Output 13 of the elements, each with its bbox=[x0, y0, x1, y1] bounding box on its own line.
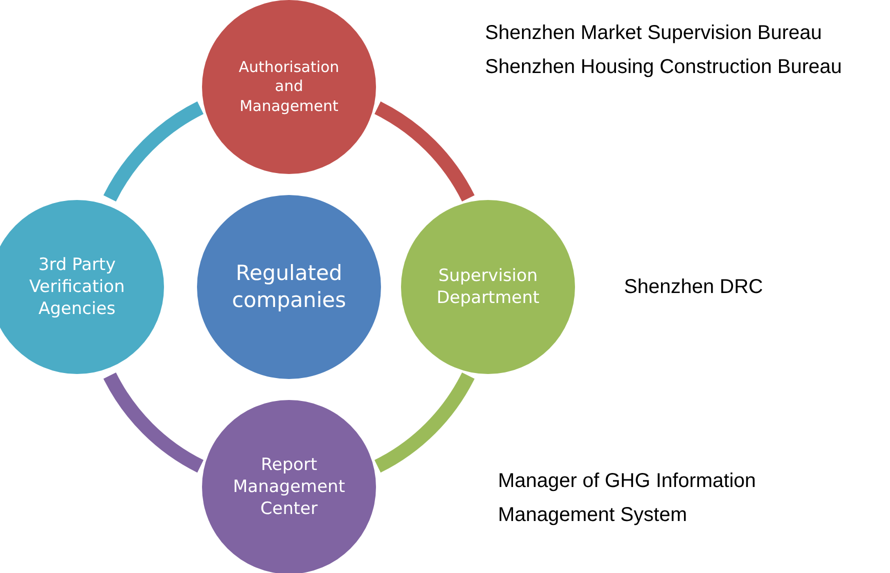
arc-connector bbox=[104, 372, 204, 472]
node-label: Report Management Center bbox=[232, 454, 346, 520]
arc-connector bbox=[374, 372, 474, 472]
node-label: Regulated companies bbox=[230, 260, 348, 314]
organization-note: Manager of GHG Information Management System bbox=[498, 469, 757, 528]
organization-note: Shenzhen Housing Construction Bureau bbox=[485, 55, 842, 80]
node-label: Supervision Department bbox=[436, 264, 540, 310]
node-label: 3rd Party Verification Agencies bbox=[28, 254, 126, 320]
arc-connector bbox=[104, 102, 204, 202]
arc-connector bbox=[374, 102, 474, 202]
organization-note: Shenzhen Market Supervision Bureau bbox=[485, 21, 822, 46]
organization-note: Shenzhen DRC bbox=[624, 275, 763, 300]
node-label: Authorisation and Management bbox=[238, 58, 340, 116]
